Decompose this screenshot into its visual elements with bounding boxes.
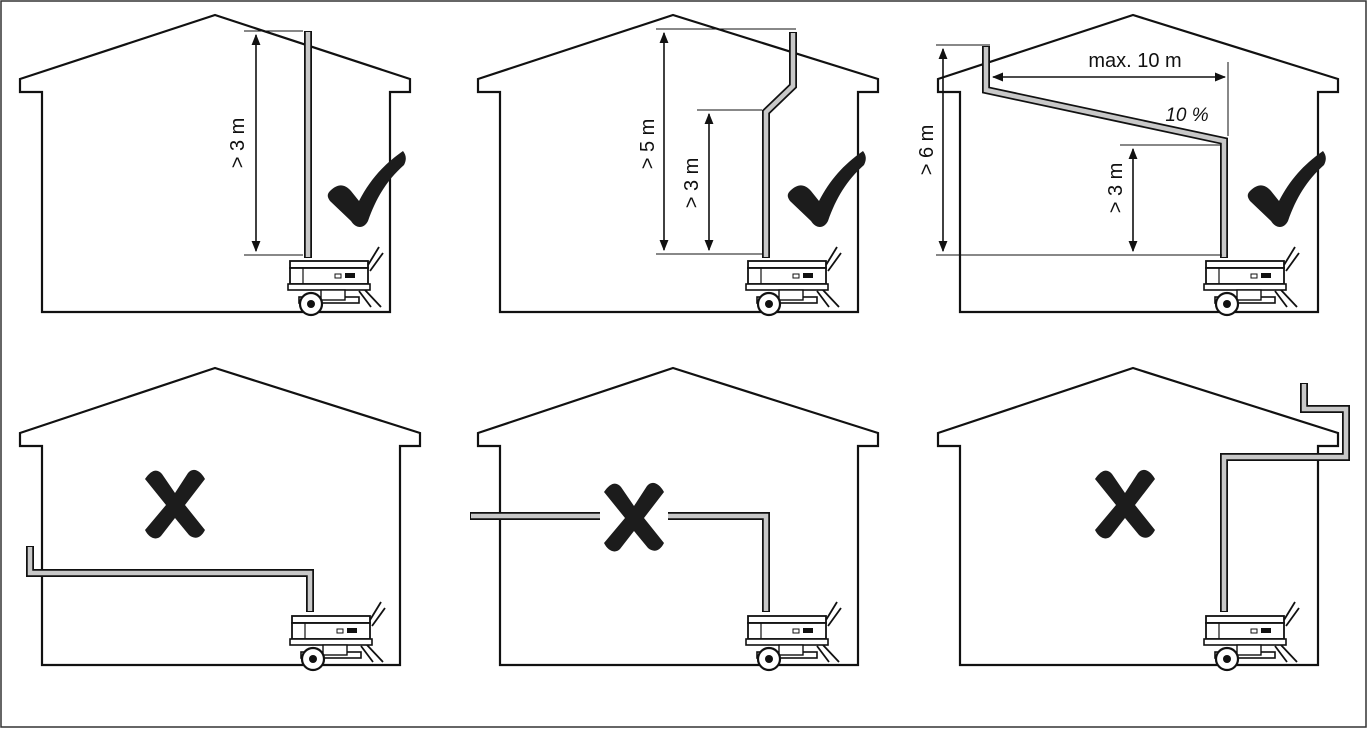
panel-1: > 3 m <box>18 13 412 317</box>
total-height-label: > 5 m <box>637 119 659 170</box>
flue-pipe <box>470 512 770 612</box>
flue-pipe <box>762 32 797 258</box>
flue-pipe <box>26 546 314 612</box>
flue-pipe <box>1220 383 1350 612</box>
house-outline <box>18 366 422 667</box>
house-outline <box>936 13 1340 314</box>
slope-label: 10 % <box>1165 105 1208 126</box>
vertical-height-label: > 3 m <box>1105 163 1127 214</box>
horizontal-run-label: max. 10 m <box>1088 50 1181 72</box>
panel-3: > 6 m max. 10 m 10 % > 3 m <box>916 13 1340 317</box>
panel-6 <box>936 366 1350 672</box>
house-outline <box>18 13 412 314</box>
panel-4 <box>18 366 422 672</box>
panel-5 <box>470 366 880 672</box>
total-height-label: > 6 m <box>916 125 938 176</box>
house-outline <box>476 13 880 314</box>
flue-pipe <box>982 46 1228 258</box>
vertical-height-label: > 3 m <box>681 158 703 209</box>
panel-2: > 5 m > 3 m <box>476 13 880 317</box>
height-label: > 3 m <box>227 118 249 169</box>
